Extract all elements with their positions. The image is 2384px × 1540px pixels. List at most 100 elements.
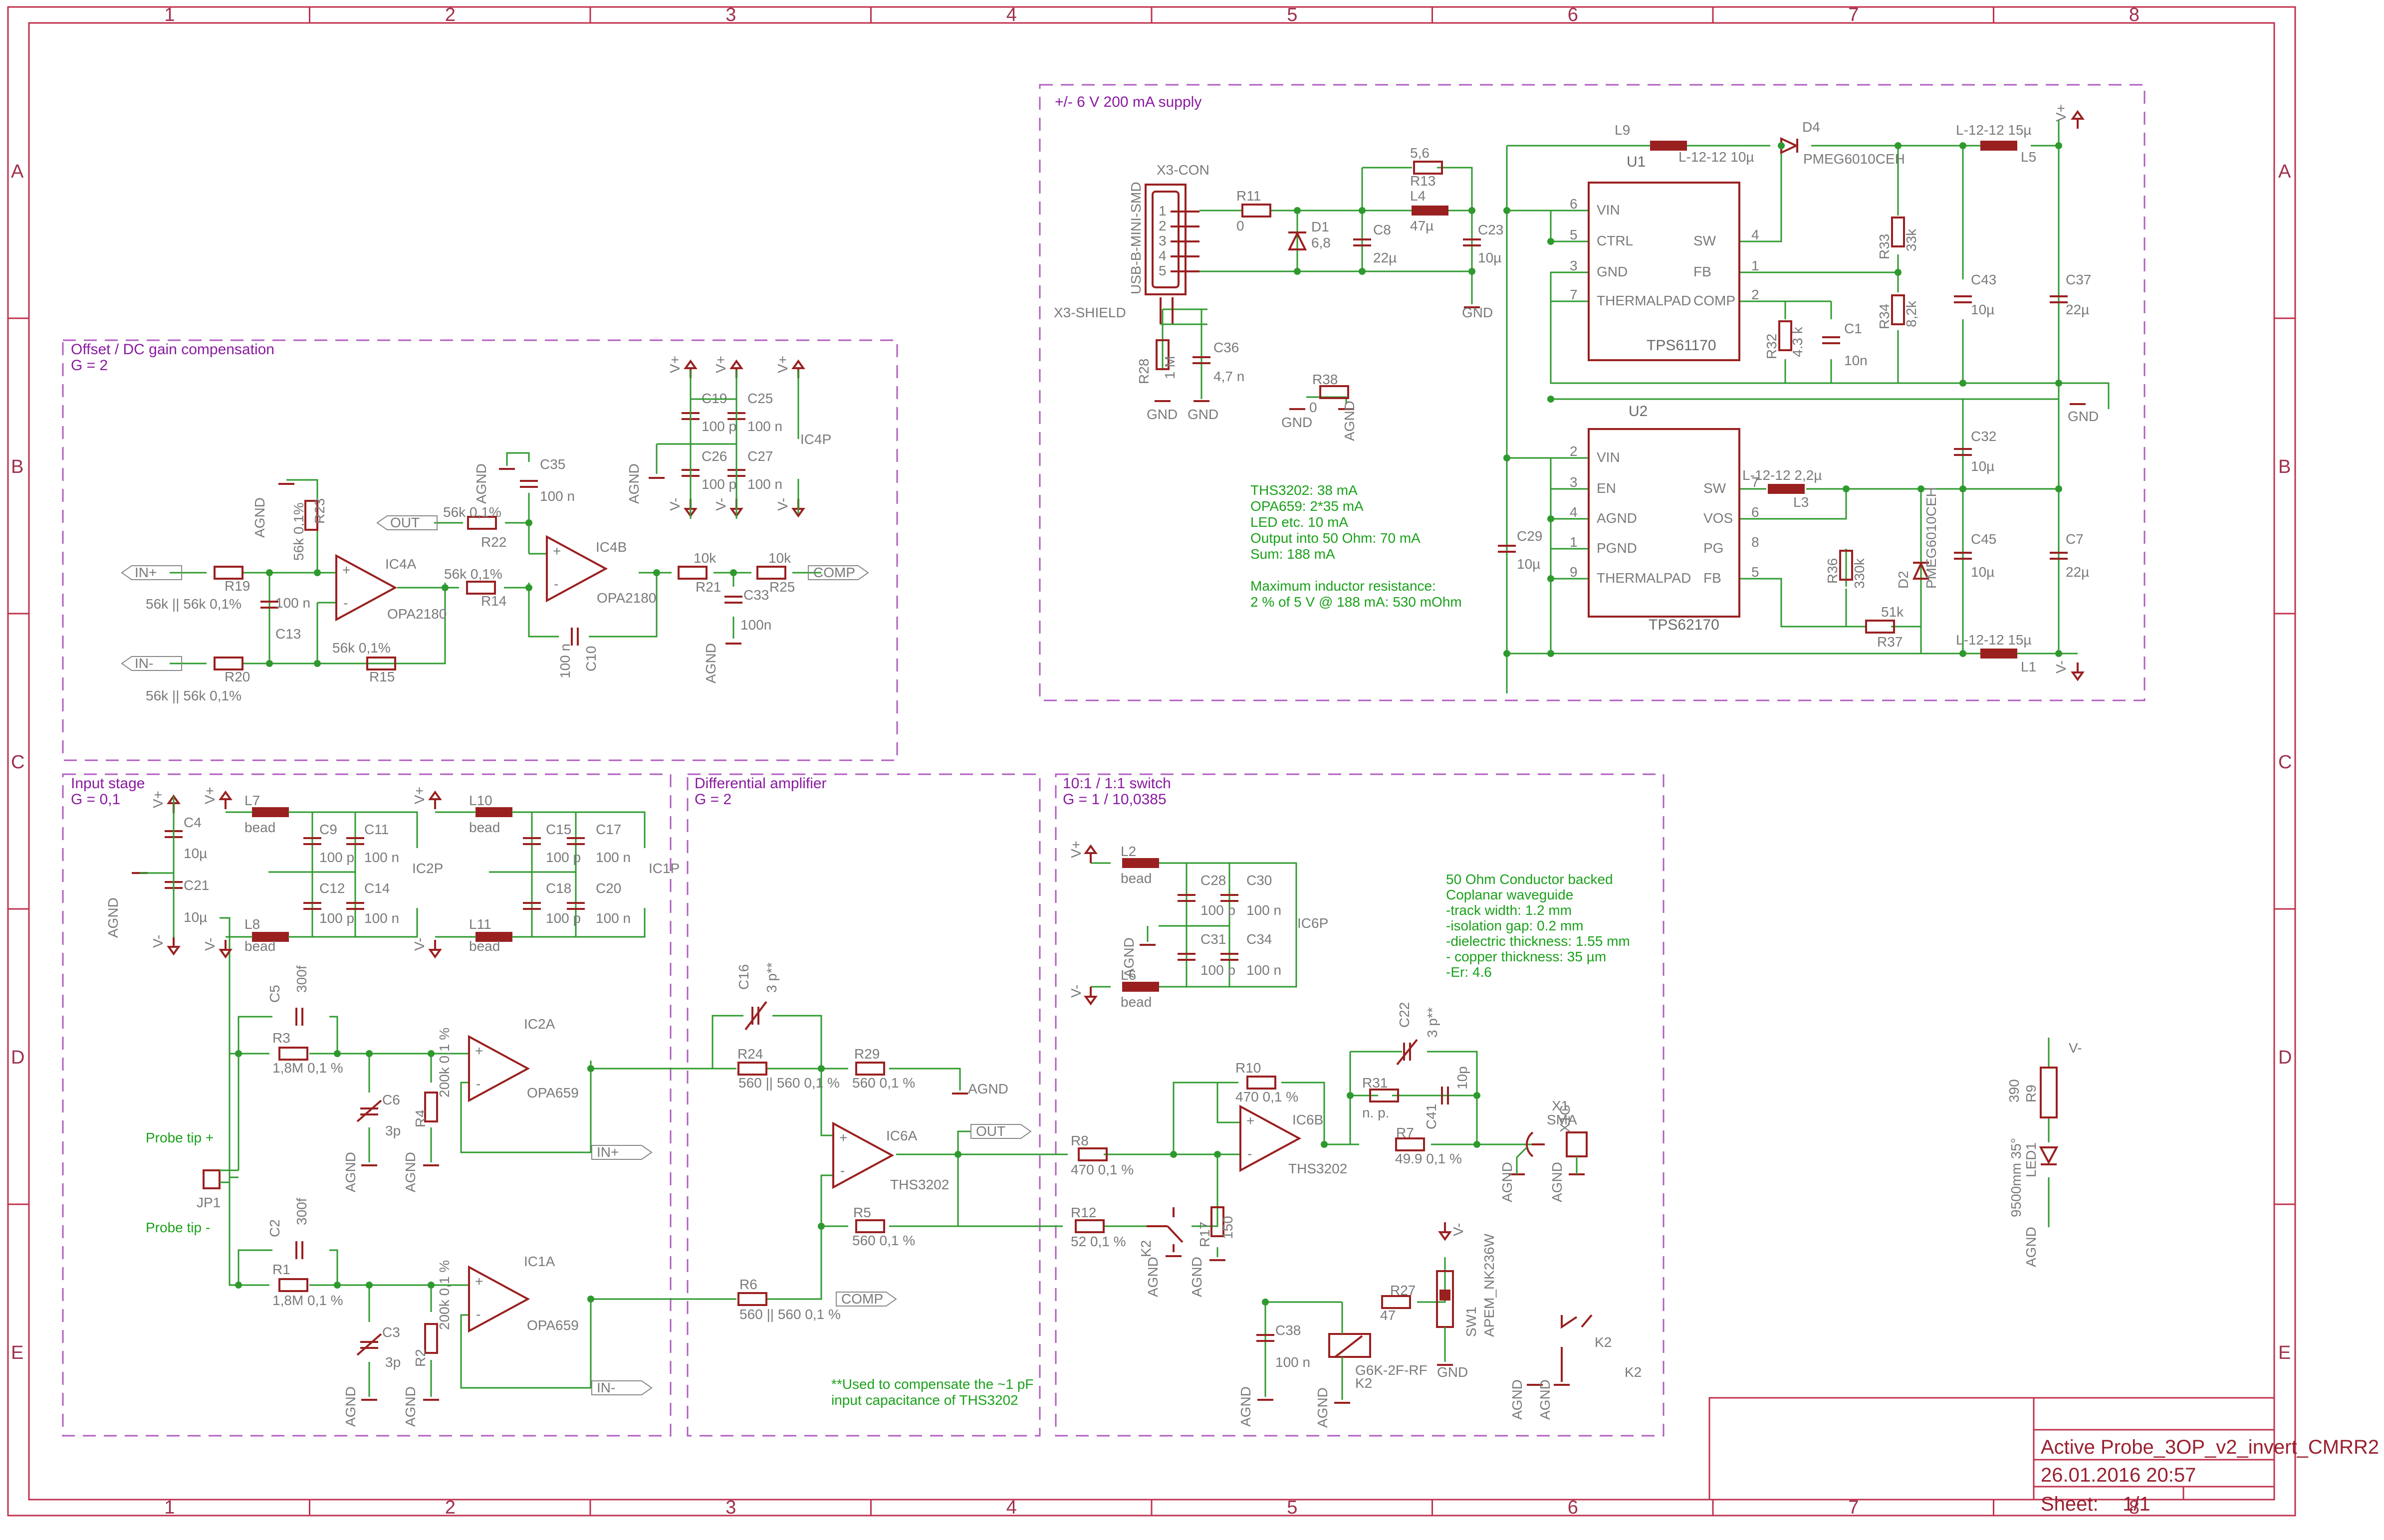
ic4b-plus-sign: +: [553, 543, 561, 559]
input-vminus-3-label: V-: [412, 938, 427, 951]
r23-name: R23: [312, 498, 327, 524]
r37-value: 51k: [1881, 604, 1904, 620]
r12-value: 52 0,1 %: [1071, 1234, 1126, 1249]
r14-name: R14: [481, 593, 506, 609]
switch-vplus: V+: [1068, 841, 1098, 863]
u2-pin-num-right-0: 7: [1751, 474, 1759, 490]
agnd-r38-label: AGND: [1342, 401, 1357, 441]
waveguide-note-line-3: -isolation gap: 0.2 mm: [1446, 918, 1583, 933]
l4-value: 47µ: [1410, 218, 1433, 233]
jp1-name: JP1: [197, 1195, 221, 1210]
k2b-name: K2: [1595, 1334, 1612, 1350]
sma-type: SMA: [1547, 1112, 1577, 1127]
diff-comp-label-text: COMP: [841, 1291, 883, 1307]
r17-name: R17: [1197, 1222, 1212, 1247]
ic4p-decoupling: IC4P: [656, 370, 831, 519]
r25-name: R25: [769, 579, 795, 595]
r4-name: R4: [413, 1109, 428, 1127]
r20-name: R20: [225, 669, 250, 684]
r22-value: 56k 0,1%: [443, 504, 501, 520]
frame-row-right-D: D: [2278, 1047, 2292, 1068]
u2-pin-num-left-4: 9: [1570, 564, 1578, 580]
r23-resistor: R23 56k 0,1%: [291, 498, 327, 561]
input-vminus-1: V-: [150, 935, 181, 956]
r32-name: R32: [1764, 334, 1779, 359]
c15-value: 100 p: [546, 850, 581, 865]
agnd-c38: AGND: [1238, 1386, 1273, 1427]
ic4b-name: IC4B: [596, 539, 627, 555]
block-diff-title: Differential amplifier: [695, 775, 827, 792]
c5-name: C5: [267, 985, 282, 1003]
c16-name: C16: [736, 964, 751, 990]
u1-name: U1: [1627, 154, 1646, 170]
ic4p-vminus-1-label: V-: [667, 498, 683, 511]
title-block-date: 26.01.2016 20:57: [2041, 1464, 2196, 1486]
c22-name: C22: [1397, 1002, 1412, 1028]
u2-pin-en: EN: [1597, 480, 1616, 496]
c41-name: C41: [1424, 1104, 1439, 1129]
led-vminus-label: V-: [2069, 1040, 2082, 1056]
waveguide-note-line-0: 50 Ohm Conductor backed: [1446, 872, 1613, 887]
ic6b-minus-sign: -: [1247, 1146, 1252, 1161]
c7-name: C7: [2066, 531, 2084, 547]
sw1-vminus-label: V-: [1450, 1223, 1466, 1236]
u2-pin-pgnd: PGND: [1597, 540, 1637, 556]
vminus-supply-label: V-: [2053, 660, 2069, 673]
input-vplus-2: V+: [202, 787, 233, 809]
c6-value: 3p: [385, 1123, 401, 1138]
r21-value: 10k: [694, 550, 716, 566]
agnd-ic4p: AGND: [626, 463, 665, 504]
compensate-note: **Used to compensate the ~1 pF input cap…: [831, 1376, 1033, 1408]
r34-value: 8,2k: [1904, 300, 1919, 327]
u1-pin-sw: SW: [1693, 233, 1716, 248]
u2-pin-thermalpad: THERMALPAD: [1597, 570, 1691, 586]
u2-pin-num-left-3: 1: [1570, 534, 1578, 550]
r24-name: R24: [737, 1046, 763, 1062]
c1-value: 10n: [1844, 353, 1868, 368]
sma-gnd-name: X1G: [1557, 1104, 1573, 1132]
r6-value: 560 || 560 0,1 %: [739, 1307, 841, 1322]
r3-resistor: R31,8M 0,1 %: [272, 1030, 343, 1076]
r29-name: R29: [854, 1046, 880, 1062]
r25-value: 10k: [768, 550, 791, 566]
offset-wires: [170, 452, 821, 664]
r6-name: R6: [739, 1277, 757, 1292]
title-block-title: Active Probe_3OP_v2_invert_CMRR2: [2041, 1436, 2379, 1458]
k2c-name: K2: [1625, 1364, 1642, 1380]
l3-inductor: L3L-12-12 2,2µ: [1742, 467, 1822, 510]
r23-value: 56k 0,1%: [291, 502, 306, 561]
l5-value: L-12-12 15µ: [1956, 122, 2032, 138]
u2-pin-agnd: AGND: [1597, 510, 1637, 526]
input-vplus-3-label: V+: [412, 787, 427, 804]
ic2a-minus-sign: -: [476, 1076, 480, 1092]
c31-name: C31: [1200, 931, 1226, 947]
diff-out-label: OUT: [970, 1123, 1032, 1139]
r29-value: 560 0,1 %: [852, 1075, 915, 1091]
agnd-k2b-1: AGND: [1509, 1379, 1543, 1420]
c32-name: C32: [1971, 429, 1996, 444]
ic2a-part: OPA659: [527, 1085, 579, 1100]
u2-pin-num-left-2: 4: [1570, 504, 1578, 520]
input-vplus-1-label: V+: [150, 791, 166, 808]
l2-value: bead: [1121, 871, 1152, 886]
agnd-r29: AGND: [952, 1081, 1008, 1097]
ic6a-plus-sign: +: [839, 1130, 847, 1145]
c14-value: 100 n: [364, 910, 399, 926]
gnd-sw1-label: GND: [1437, 1364, 1468, 1380]
gnd-c36-label: GND: [1188, 407, 1218, 422]
